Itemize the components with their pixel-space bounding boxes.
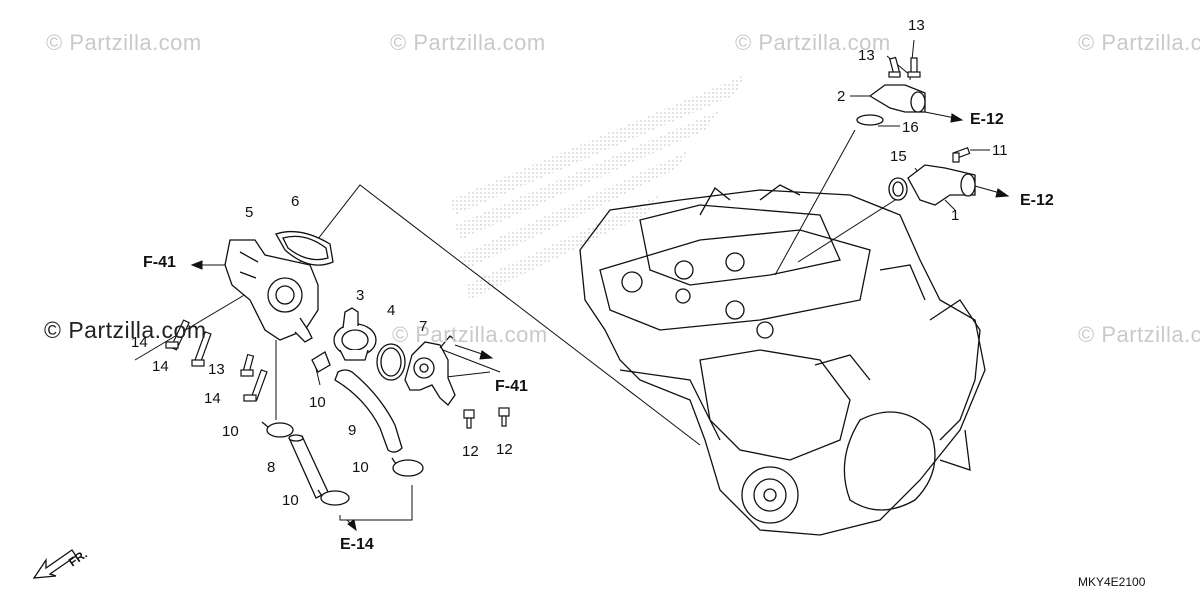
bolts [165, 56, 971, 429]
callout-6[interactable]: 6 [291, 193, 300, 210]
bolt-13-b [907, 57, 921, 78]
bolt-14-c [243, 369, 268, 402]
bolt-13-a [888, 56, 901, 78]
reference-f41-right[interactable]: F-41 [495, 378, 528, 395]
callout-13[interactable]: 13 [208, 361, 225, 378]
water-hose-9 [334, 369, 403, 453]
o-ring-4 [376, 343, 406, 381]
callout-12[interactable]: 12 [496, 441, 513, 458]
parts [224, 84, 976, 506]
thermostat [333, 307, 377, 361]
water-joint-2 [868, 84, 926, 113]
callout-8[interactable]: 8 [267, 459, 276, 476]
callout-10[interactable]: 10 [309, 394, 326, 411]
callout-7[interactable]: 7 [419, 318, 428, 335]
watermark: © Partzilla.com [44, 317, 207, 343]
hose-clamp-10a [311, 351, 331, 373]
thermostat-cover-7 [404, 335, 456, 406]
callout-9[interactable]: 9 [348, 422, 357, 439]
diagram-code: MKY4E2100 [1078, 575, 1146, 589]
watermark: © Partzilla.com [46, 30, 202, 55]
callout-12[interactable]: 12 [462, 443, 479, 460]
callout-16[interactable]: 16 [902, 119, 919, 136]
callout-10[interactable]: 10 [282, 492, 299, 509]
thermostat-housing [224, 239, 319, 343]
engine-assembly [579, 184, 986, 536]
hose-clamp-10d [317, 489, 350, 506]
bolt-11 [952, 147, 971, 163]
callout-10[interactable]: 10 [352, 459, 369, 476]
callout-1[interactable]: 1 [951, 207, 960, 224]
watermark: © Partzilla.com [1078, 322, 1200, 347]
bolt-12-b [498, 407, 510, 427]
housing-gasket [275, 230, 334, 266]
o-ring-15 [888, 177, 908, 201]
bolt-14-b [191, 331, 212, 367]
reference-arrows [190, 111, 1010, 532]
callout-3[interactable]: 3 [356, 287, 365, 304]
bolt-12-a [463, 409, 475, 429]
callout-10[interactable]: 10 [222, 423, 239, 440]
callout-13[interactable]: 13 [858, 47, 875, 64]
bolt-13-c [240, 353, 255, 377]
water-pipe-8 [288, 434, 329, 499]
front-arrow-icon [32, 549, 77, 579]
watermark: © Partzilla.com [735, 30, 891, 55]
watermark: © Partzilla.com [390, 30, 546, 55]
callout-5[interactable]: 5 [245, 204, 254, 221]
watermark: © Partzilla.com [1078, 30, 1200, 55]
callout-13[interactable]: 13 [908, 17, 925, 34]
callout-2[interactable]: 2 [837, 88, 846, 105]
callout-4[interactable]: 4 [387, 302, 396, 319]
callout-15[interactable]: 15 [890, 148, 907, 165]
reference-e12-mid[interactable]: E-12 [1020, 192, 1054, 209]
callout-14[interactable]: 14 [152, 358, 169, 375]
callout-14[interactable]: 14 [131, 334, 148, 351]
reference-f41-left[interactable]: F-41 [143, 254, 176, 271]
o-ring-16 [856, 114, 884, 126]
hose-clamp-10b [261, 421, 294, 438]
watermark: © Partzilla.com [392, 322, 548, 347]
reference-e12-top[interactable]: E-12 [970, 111, 1004, 128]
water-joint-1 [907, 164, 976, 206]
hose-clamp-10c [391, 457, 424, 477]
reference-e14[interactable]: E-14 [340, 536, 374, 553]
background-wing-logo [450, 75, 745, 300]
callout-11[interactable]: 11 [992, 142, 1008, 159]
bolt-14-a [165, 319, 190, 351]
callout-14[interactable]: 14 [204, 390, 221, 407]
